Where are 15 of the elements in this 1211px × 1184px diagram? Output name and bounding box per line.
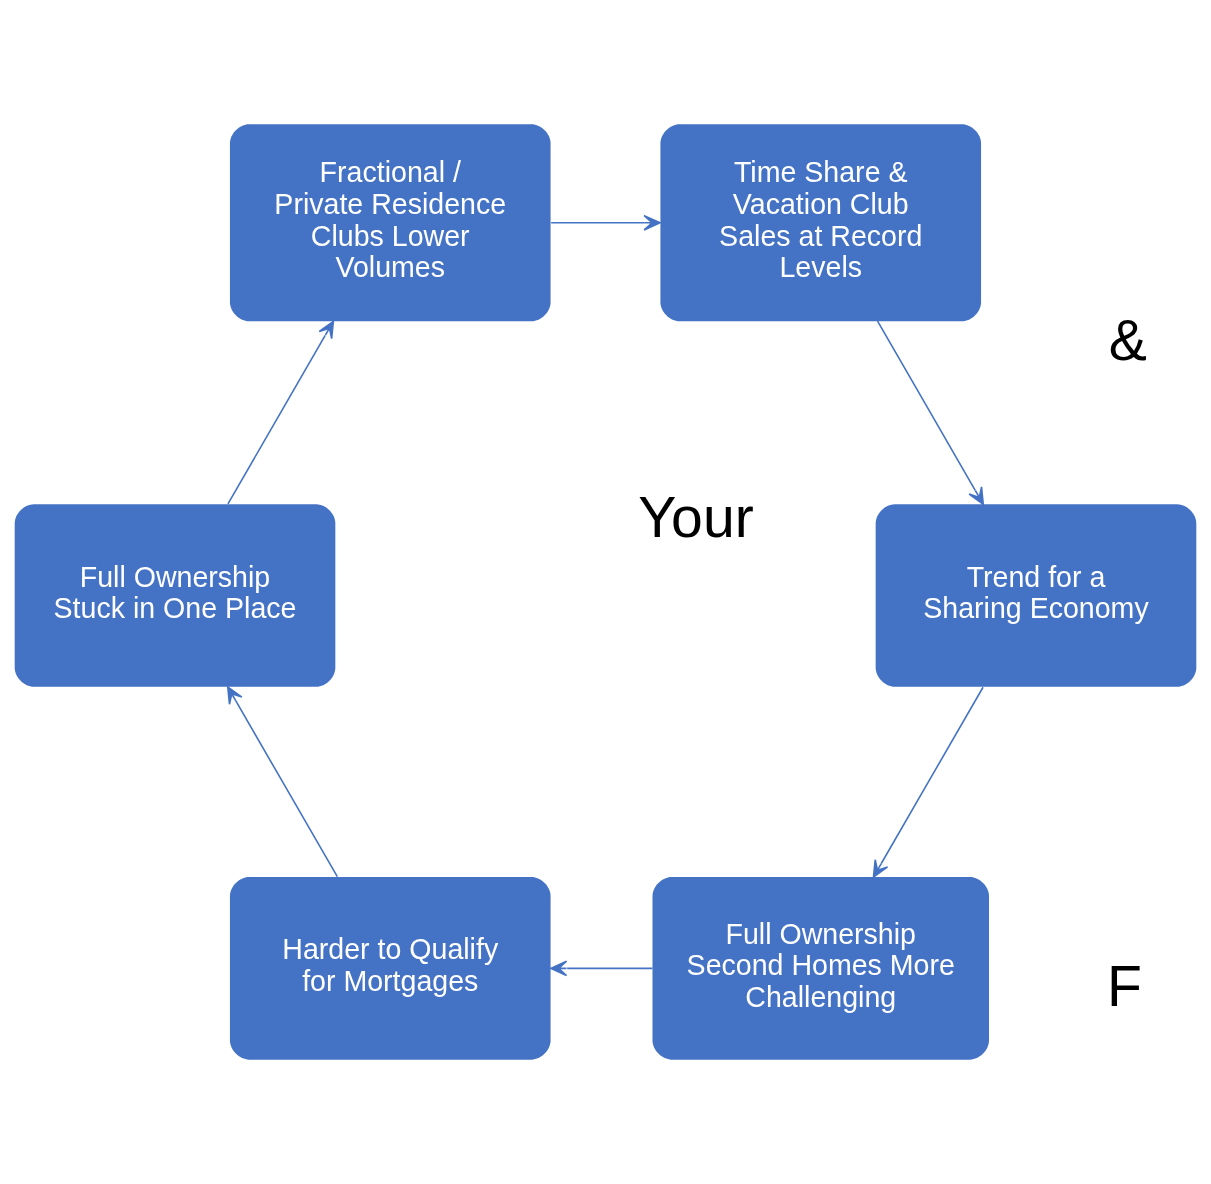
- label: Your: [638, 484, 754, 549]
- node-box: Trend for a Sharing Economy: [875, 504, 1197, 687]
- arrow: [549, 960, 654, 977]
- label: &: [1108, 308, 1147, 373]
- arrow: [226, 686, 339, 878]
- arrow: [227, 320, 335, 505]
- node-box: Full Ownership Second Homes More Challenging: [652, 877, 989, 1060]
- arrow: [550, 214, 661, 231]
- node-box: Fractional / Private Residence Clubs Lower Volumes: [229, 124, 551, 322]
- label: F: [1107, 954, 1143, 1019]
- arrow: [872, 686, 984, 878]
- node-box: Time Share & Vacation Club Sales at Record Levels: [660, 124, 982, 322]
- node-box: Harder to Qualify for Mortgages: [229, 877, 551, 1060]
- node-box: Full Ownership Stuck in One Place: [14, 504, 336, 687]
- arrow: [876, 320, 985, 506]
